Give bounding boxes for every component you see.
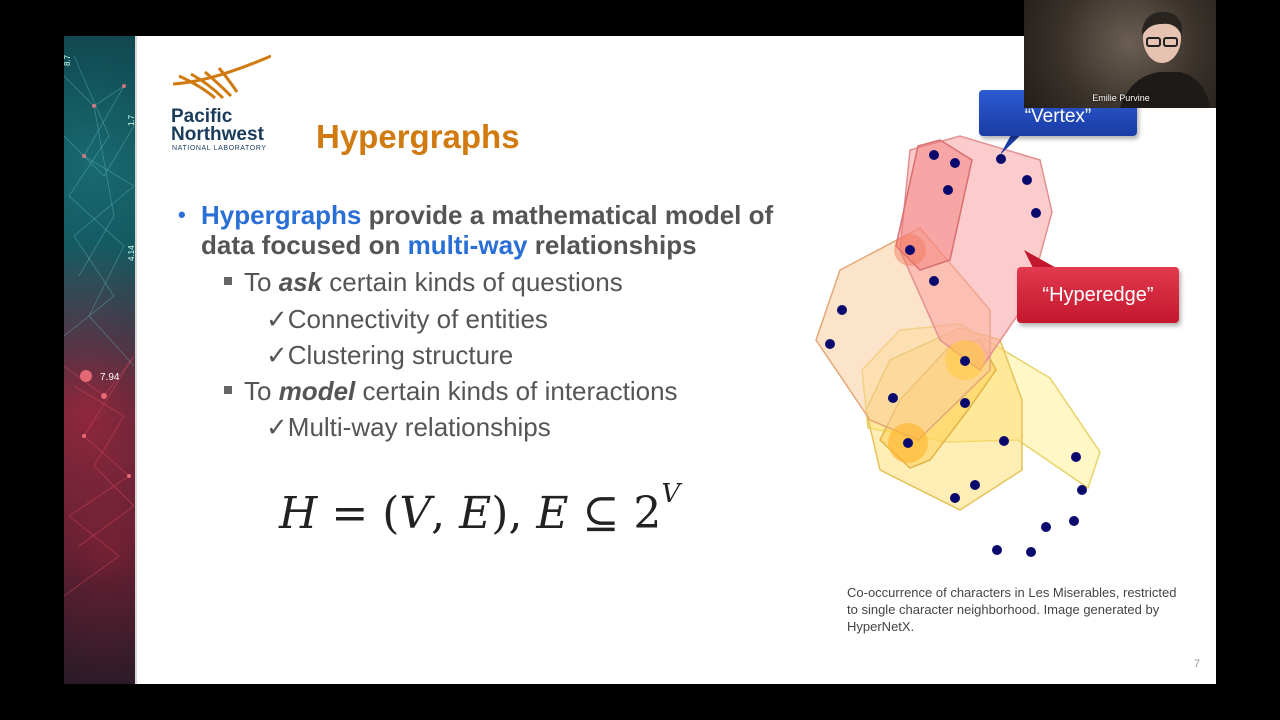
sidebar-label: 1.7	[127, 114, 135, 126]
vertex	[1041, 522, 1051, 532]
logo-subtitle: NATIONAL LABORATORY	[172, 145, 267, 152]
check-item: ✓Clustering structure	[266, 340, 514, 370]
hypergraph-formula: H = (V, E), E ⊆ 2V	[279, 479, 681, 539]
vertex	[1022, 175, 1032, 185]
vertex	[929, 150, 939, 160]
vertex	[992, 545, 1002, 555]
webcam-thumbnail[interactable]: Emilie Purvine	[1024, 0, 1216, 108]
vertex	[996, 154, 1006, 164]
figure-caption: Co-occurrence of characters in Les Miser…	[847, 585, 1177, 634]
hyperedge-callout: “Hyperedge”	[1017, 267, 1179, 323]
highlight-hypergraphs: Hypergraphs	[201, 200, 362, 230]
sidebar-label: 4.14	[127, 245, 135, 261]
bullet-dot: •	[178, 202, 186, 227]
participant-name: Emilie Purvine	[1092, 93, 1150, 103]
vertex	[905, 245, 915, 255]
slide: 8.7 1.7 4.14 7.94 Pacific Northwest NATI…	[64, 36, 1216, 684]
vertex	[888, 393, 898, 403]
page-number: 7	[1194, 658, 1201, 670]
sidebar-label: 8.7	[64, 54, 72, 66]
bullet-text: relationships	[527, 230, 697, 260]
bullet-text: provide a mathematical model of	[361, 200, 774, 230]
vertex	[1071, 452, 1081, 462]
vertex	[1069, 516, 1079, 526]
decorative-sidebar: 8.7 1.7 4.14 7.94	[64, 36, 137, 684]
bullet-main: • Hypergraphs provide a mathematical mod…	[178, 200, 858, 260]
square-bullet-icon	[224, 386, 232, 395]
vertex	[999, 436, 1009, 446]
square-bullet-icon	[224, 277, 232, 286]
vertex	[903, 438, 913, 448]
vertex	[950, 493, 960, 503]
check-item: ✓Connectivity of entities	[266, 304, 548, 334]
hyperedge	[895, 139, 973, 271]
sub-bullet-model: To model certain kinds of interactions	[224, 376, 678, 407]
vertex	[960, 356, 970, 366]
vertex	[950, 158, 960, 168]
vertex	[1077, 485, 1087, 495]
sub-bullet-ask: To ask certain kinds of questions	[224, 267, 623, 298]
slide-title: Hypergraphs	[316, 118, 520, 155]
vertex	[960, 398, 970, 408]
vertex	[943, 185, 953, 195]
vertex	[970, 480, 980, 490]
highlight-multiway: multi-way	[407, 230, 528, 260]
vertex	[1031, 208, 1041, 218]
vertex	[1026, 547, 1036, 557]
network-graphic: 8.7 1.7 4.14 7.94	[64, 54, 135, 597]
pnnl-logo-icon	[172, 54, 271, 100]
logo-name: Pacific Northwest	[171, 106, 264, 145]
vertex	[837, 305, 847, 315]
bullet-text: data focused on	[201, 230, 408, 260]
vertex	[929, 276, 939, 286]
hypergraph-diagram	[815, 126, 1101, 557]
check-item: ✓Multi-way relationships	[266, 412, 551, 442]
sidebar-label: 7.94	[100, 372, 120, 383]
participant-video-icon	[1120, 11, 1210, 108]
vertex	[825, 339, 835, 349]
